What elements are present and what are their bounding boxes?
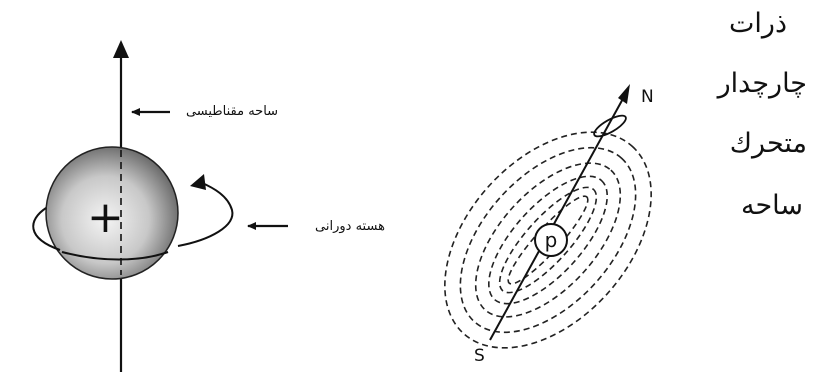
precession-ring bbox=[591, 112, 628, 140]
plus-sign: + bbox=[87, 192, 124, 243]
proton-label: p bbox=[545, 228, 558, 252]
side-word-moving: متحرك bbox=[730, 128, 807, 159]
dipole-arrowhead bbox=[618, 84, 630, 104]
rotation-arrowhead bbox=[190, 174, 206, 190]
axis-arrowhead bbox=[113, 40, 129, 58]
side-word-field: ساحه bbox=[741, 190, 803, 221]
spin-label: هسته دورانی bbox=[315, 219, 385, 234]
rotation-arrow-front bbox=[178, 182, 232, 246]
proton-dipole-diagram: p N S bbox=[404, 84, 692, 374]
spinning-nucleus-diagram: + ساحه مقناطیسی هسته دورانی bbox=[33, 40, 385, 372]
side-word-particles: ذرات bbox=[729, 8, 787, 39]
side-word-charged: چارچدار bbox=[718, 68, 807, 99]
field-label: ساحه مقناطیسی bbox=[186, 104, 278, 119]
south-label: S bbox=[474, 346, 485, 366]
north-label: N bbox=[641, 87, 654, 107]
dipole-axis bbox=[490, 95, 625, 340]
